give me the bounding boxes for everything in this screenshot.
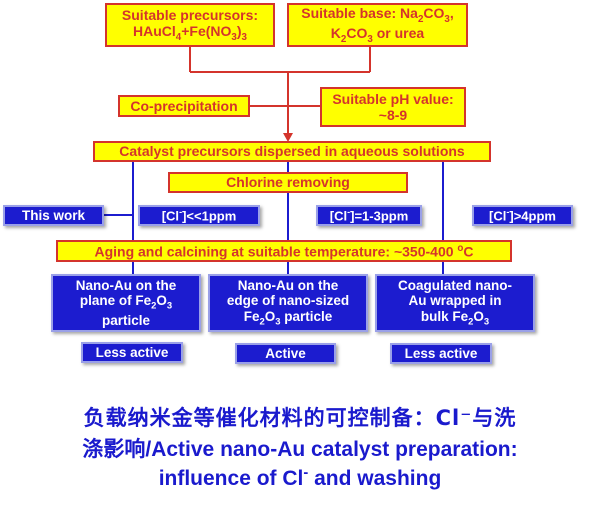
activity-less-1: Less active	[81, 342, 183, 363]
result3-s1: 2	[468, 316, 474, 328]
cl-high-t2: ]>4ppm	[509, 208, 556, 224]
result3-l1: Coagulated nano-	[398, 277, 512, 293]
base-s1: 2	[417, 13, 424, 25]
coprecipitation-box: Co-precipitation	[118, 95, 250, 117]
base-t1: Suitable base: Na	[301, 4, 418, 21]
result1-t1: plane of Fe	[79, 293, 152, 309]
ph-line1: Suitable pH value:	[332, 90, 454, 107]
cl-mid-t1: [Cl	[329, 208, 348, 224]
base-t4: K	[330, 25, 341, 41]
cl-high-box: [Cl-]>4ppm	[472, 205, 573, 226]
cl-low-t2: ]<<1ppm	[182, 208, 237, 224]
caption-t1: influence of Cl	[158, 467, 304, 490]
this-work-box: This work	[3, 205, 104, 226]
base-t5: CO	[346, 25, 368, 41]
this-work-label: This work	[21, 207, 85, 223]
cl-mid-sup: -	[347, 206, 351, 217]
precursors-t3: )	[236, 23, 242, 40]
result1-t2: O	[156, 293, 167, 309]
result1-l3: particle	[101, 312, 151, 328]
activity-less-2: Less active	[390, 343, 492, 364]
precursors-box: Suitable precursors: HAuCl4+Fe(NO3)3	[105, 3, 275, 47]
coprecipitation-label: Co-precipitation	[130, 97, 238, 114]
aging-box: Aging and calcining at suitable temperat…	[56, 240, 512, 262]
result3-t1: bulk Fe	[420, 308, 469, 324]
cl-low-box: [Cl-]<<1ppm	[138, 205, 260, 226]
cl-mid-box: [Cl-]=1-3ppm	[316, 205, 422, 226]
base-box: Suitable base: Na2CO3, K2CO3 or urea	[287, 3, 468, 47]
result-coagulated-box: Coagulated nano- Au wrapped in bulk Fe2O…	[375, 274, 535, 332]
caption-chinese: 负载纳米金等催化材料的可控制备：Cl⁻与洗	[83, 406, 517, 430]
result1-s1: 2	[151, 300, 157, 312]
result-edge-box: Nano-Au on the edge of nano-sized Fe2O3 …	[208, 274, 368, 332]
base-t6: or urea	[372, 25, 425, 41]
result1-l1: Nano-Au on the	[75, 277, 177, 293]
cl-mid-t2: ]=1-3ppm	[350, 208, 409, 224]
precursors-s2: 3	[231, 31, 237, 43]
result-plane-box: Nano-Au on the plane of Fe2O3 particle	[51, 274, 201, 332]
result2-t2: O	[264, 308, 276, 324]
cl-high-t1: [Cl	[489, 208, 507, 224]
result3-l2: Au wrapped in	[408, 293, 502, 309]
caption-sup: -	[303, 465, 309, 481]
base-s3: 2	[340, 33, 347, 45]
result3-t2: O	[473, 308, 484, 324]
result1-s2: 3	[166, 300, 173, 312]
result2-s2: 3	[275, 316, 281, 328]
chlorine-label: Chlorine removing	[226, 174, 350, 191]
cl-low-sup: -	[179, 206, 183, 217]
caption-t2: and washing	[308, 467, 442, 490]
activity1-label: Less active	[95, 344, 169, 360]
dispersed-box: Catalyst precursors dispersed in aqueous…	[93, 141, 491, 162]
result2-l1: Nano-Au on the	[237, 277, 339, 293]
base-t3: ,	[449, 4, 454, 21]
precursors-line1: Suitable precursors:	[121, 6, 259, 23]
activity-active: Active	[235, 343, 336, 364]
caption-line2: 涤影响/Active nano-Au catalyst preparation:	[82, 438, 518, 461]
precursors-t2: +Fe(NO	[181, 23, 232, 40]
base-t2: CO	[423, 4, 445, 21]
precursors-s3: 3	[241, 31, 247, 43]
activity2-label: Active	[265, 345, 306, 361]
result2-s1: 2	[259, 316, 265, 328]
aging-t1: Aging and calcining at suitable temperat…	[94, 243, 458, 260]
activity3-label: Less active	[404, 345, 478, 361]
ph-box: Suitable pH value:~8-9	[320, 87, 466, 127]
base-s2: 3	[444, 13, 450, 25]
base-s4: 3	[367, 33, 373, 45]
chlorine-box: Chlorine removing	[168, 172, 408, 193]
precursors-s1: 4	[175, 31, 182, 43]
dispersed-label: Catalyst precursors dispersed in aqueous…	[119, 143, 465, 160]
precursors-t1: HAuCl	[133, 23, 176, 40]
result2-l2: edge of nano-sized	[226, 293, 350, 309]
result3-s2: 3	[483, 316, 490, 328]
ph-line2: ~8-9	[378, 107, 408, 123]
connector-lines	[92, 47, 444, 274]
caption-line3: influence of Cl- and washing	[0, 465, 600, 491]
result2-t3: particle	[280, 308, 333, 324]
aging-t2: C	[463, 243, 474, 260]
result2-t1: Fe	[243, 308, 260, 324]
aging-sup: o	[457, 242, 464, 254]
cl-high-sup: -	[506, 206, 510, 217]
arrow-to-dispersed	[283, 133, 293, 142]
cl-low-t1: [Cl	[161, 208, 180, 224]
